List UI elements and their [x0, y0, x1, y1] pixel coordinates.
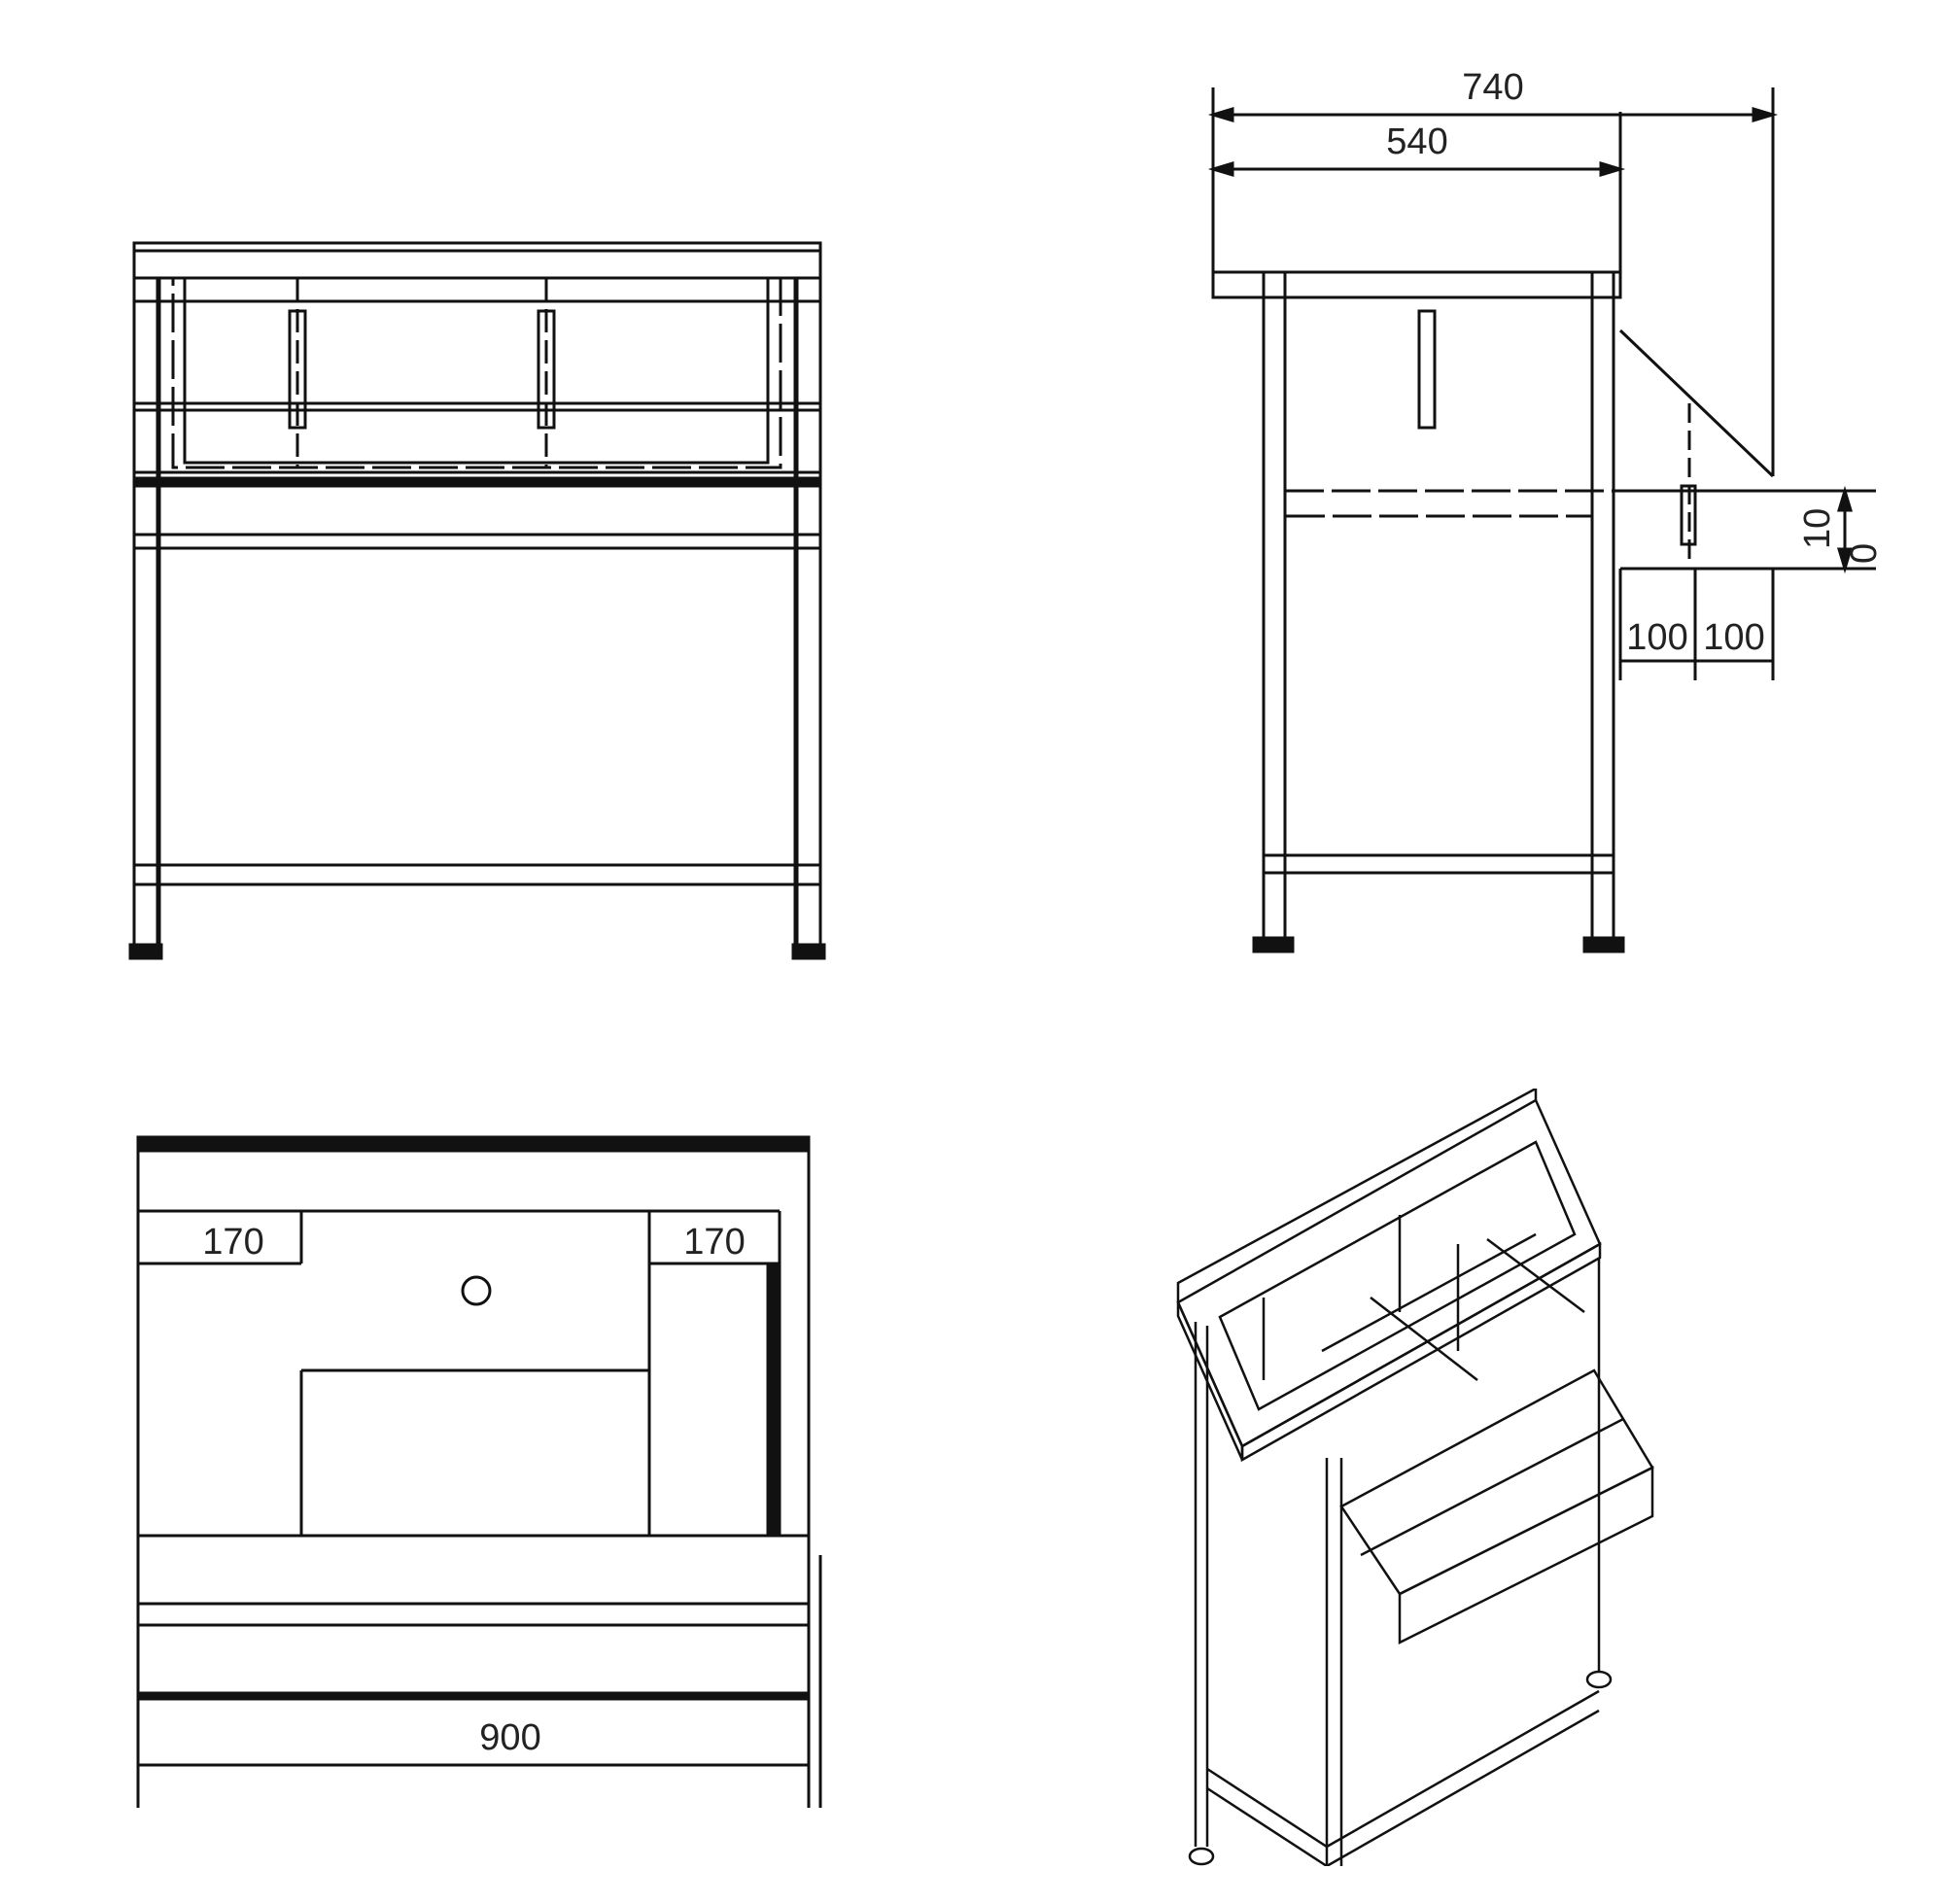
- top-plan-view: 170 170 900: [117, 1127, 836, 1827]
- dimension-rail-height-suffix: 0: [1844, 543, 1885, 564]
- front-elevation-view: [117, 224, 836, 962]
- dimension-table-depth: 540: [1386, 121, 1447, 162]
- dimension-left-compartment: 170: [202, 1222, 263, 1263]
- dimension-right-compartment: 170: [683, 1222, 745, 1263]
- dimension-rail-offset-2: 100: [1703, 617, 1764, 658]
- dimension-overall-depth: 740: [1462, 67, 1523, 108]
- isometric-view: [1166, 1089, 1866, 1866]
- front-elevation-drawing: [128, 241, 826, 960]
- top-plan-drawing: 170 170 900: [136, 1135, 822, 1808]
- dimension-rail-offset-1: 100: [1626, 617, 1687, 658]
- side-elevation-view: 740 540 10 0 100 100: [1196, 58, 1915, 962]
- isometric-drawing: [1176, 1089, 1654, 1866]
- dimension-overall-width: 900: [479, 1717, 540, 1758]
- dimension-rail-height: 10: [1797, 508, 1838, 549]
- side-elevation-drawing: 740 540 10 0 100 100: [1207, 67, 1885, 953]
